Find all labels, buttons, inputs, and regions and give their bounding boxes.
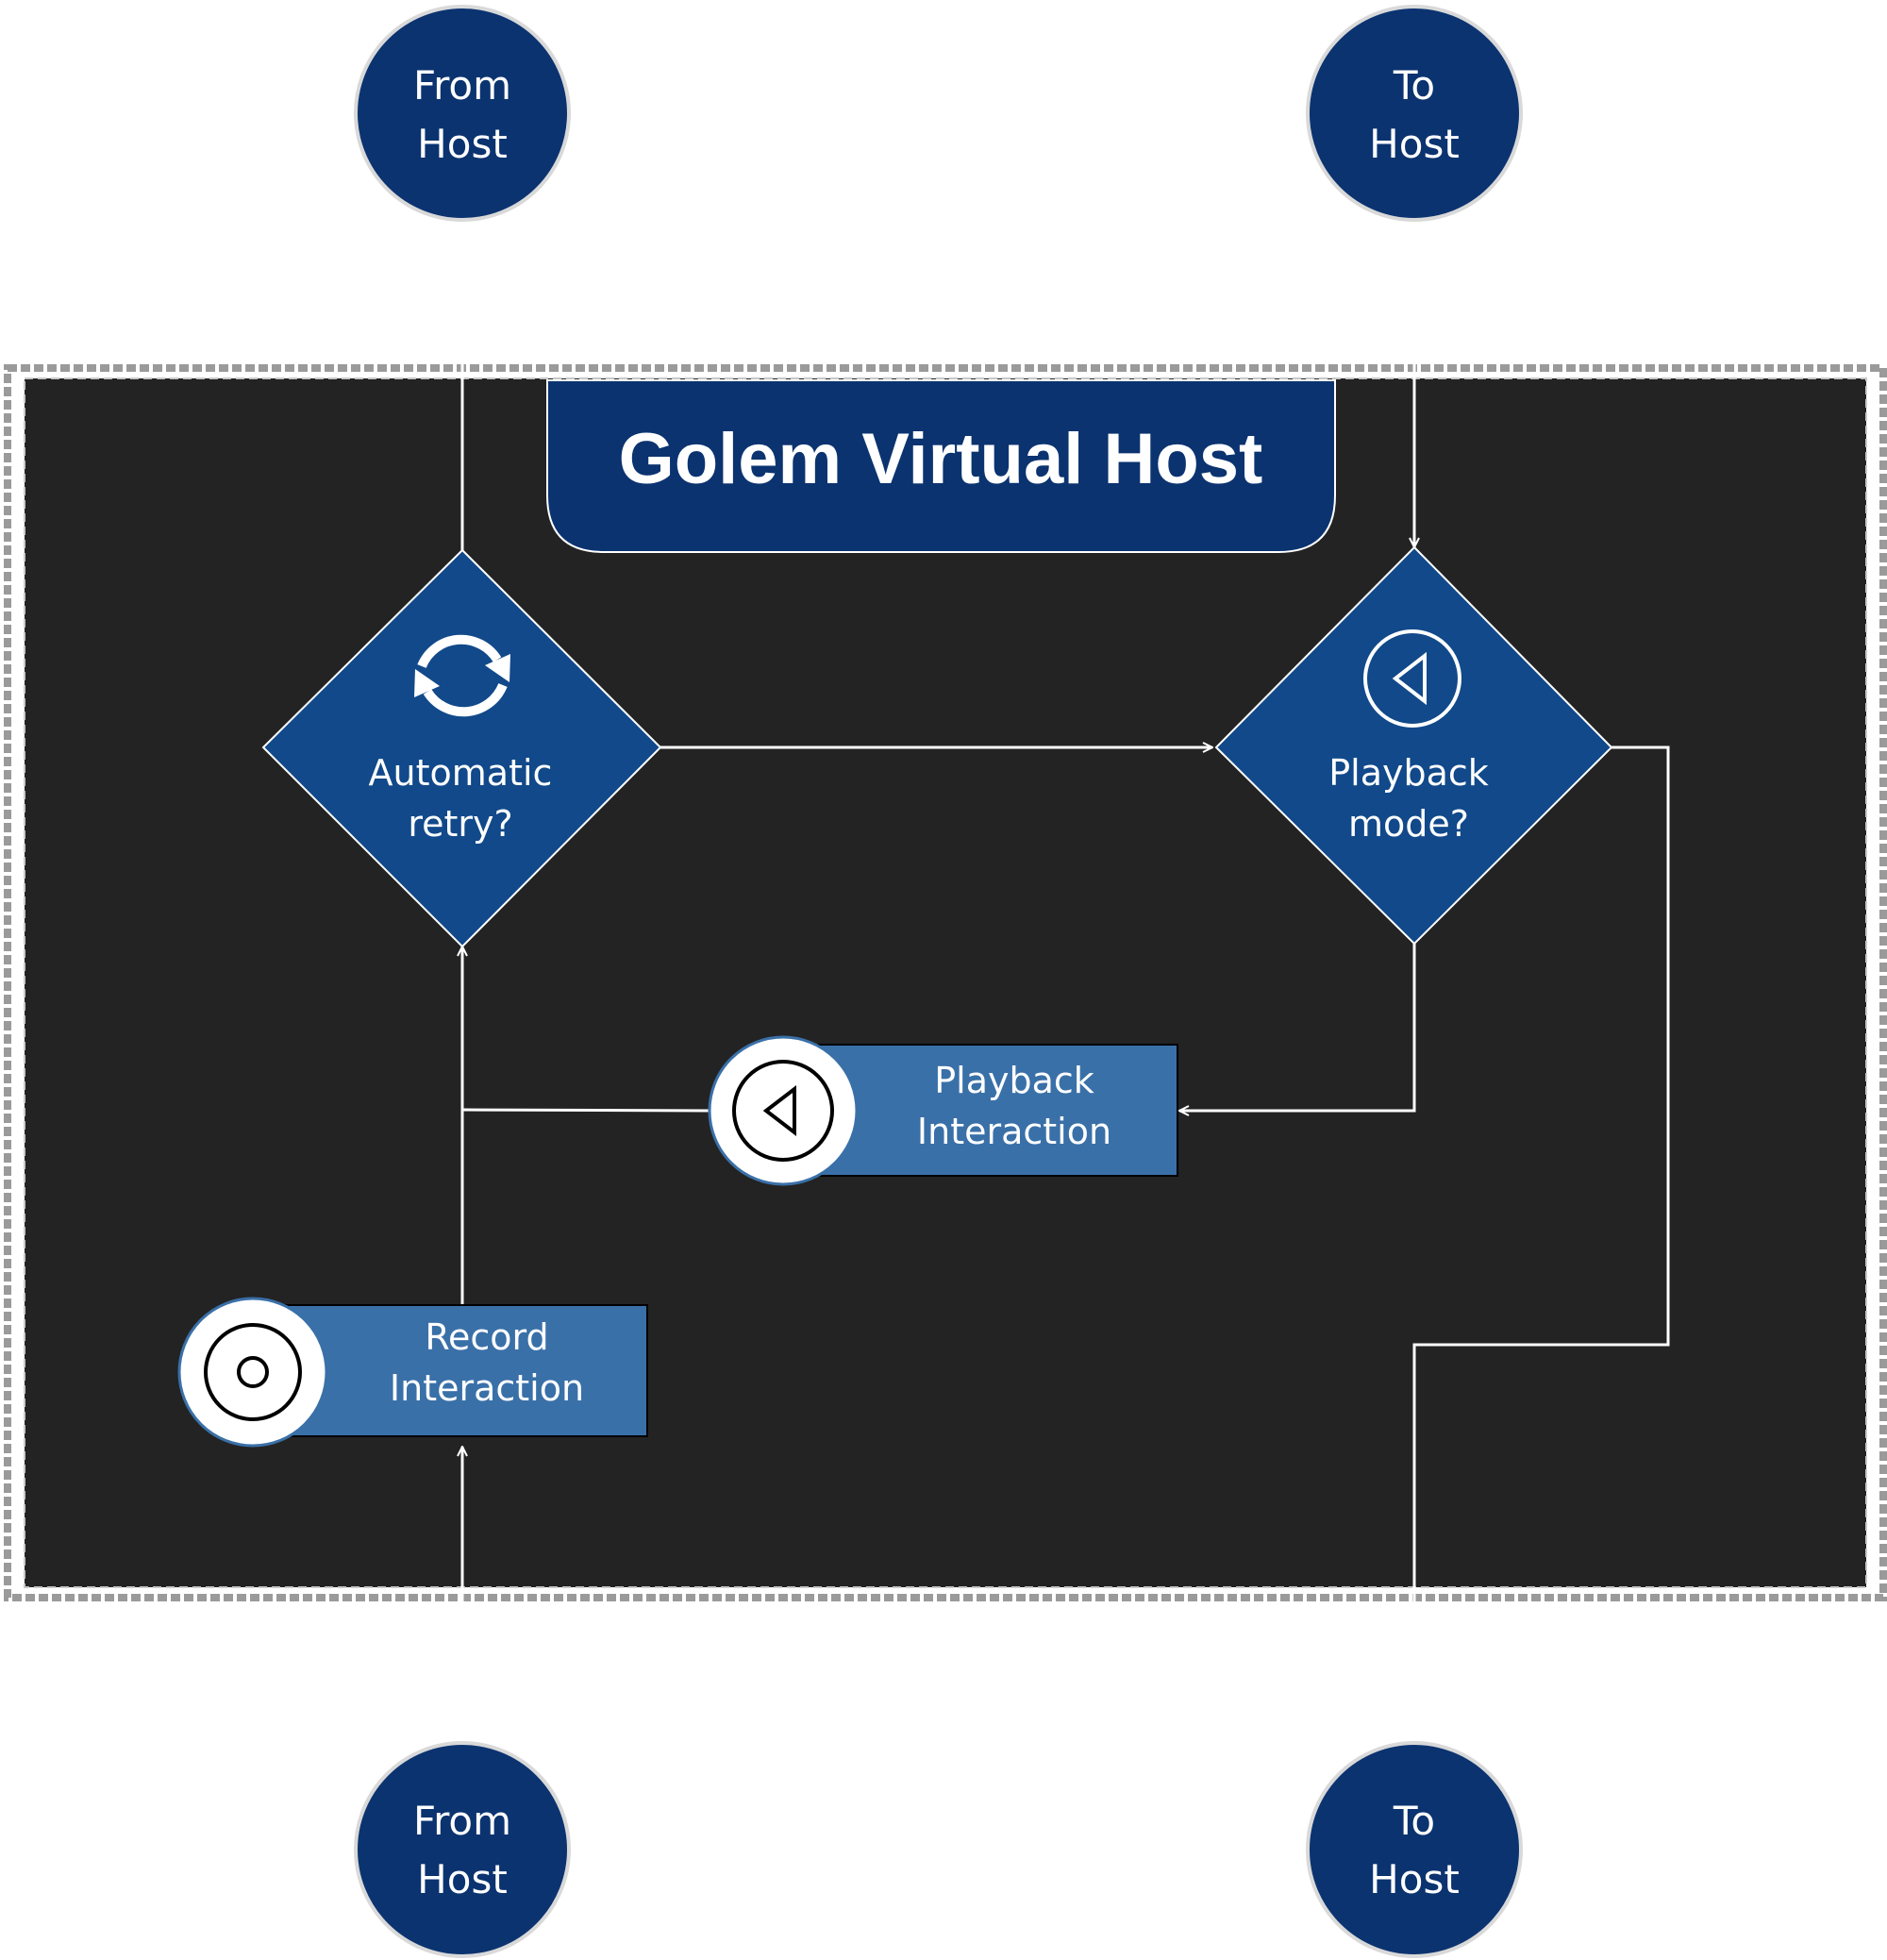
playback-interaction-process: Playback Interaction bbox=[708, 1035, 1178, 1186]
to-host-top-node: To Host bbox=[1306, 5, 1523, 222]
record-icon bbox=[204, 1323, 302, 1421]
connector-playback-to-to-host bbox=[1412, 745, 1670, 1746]
from-host-bottom-line2: Host bbox=[417, 1856, 508, 1902]
to-host-top-line2: Host bbox=[1369, 121, 1460, 167]
title-bar bbox=[546, 379, 1336, 553]
automatic-retry-line2: retry? bbox=[408, 803, 512, 845]
record-interaction-line1: Record bbox=[425, 1316, 548, 1358]
container-border bbox=[24, 377, 1867, 1588]
playback-mode-line2: mode? bbox=[1348, 803, 1469, 845]
container-shadow bbox=[4, 364, 1887, 1601]
automatic-retry-decision: Automatic retry? bbox=[261, 548, 662, 948]
connector-playback-interaction-left bbox=[461, 1108, 713, 1113]
to-host-bottom-line1: To bbox=[1393, 1798, 1435, 1844]
record-interaction-process: Record Interaction bbox=[177, 1297, 648, 1448]
record-interaction-line2: Interaction bbox=[390, 1367, 584, 1409]
from-host-top-node: From Host bbox=[354, 5, 571, 222]
to-host-bottom-line2: Host bbox=[1369, 1856, 1460, 1902]
play-back-icon bbox=[1363, 629, 1461, 728]
from-host-bottom-line1: From bbox=[413, 1798, 511, 1844]
to-host-bottom-node: To Host bbox=[1306, 1741, 1523, 1958]
automatic-retry-line1: Automatic bbox=[369, 752, 553, 794]
from-host-bottom-node: From Host bbox=[354, 1741, 571, 1958]
from-host-top-line1: From bbox=[413, 62, 511, 109]
playback-mode-line1: Playback bbox=[1328, 752, 1489, 794]
to-host-top-line1: To bbox=[1393, 62, 1435, 109]
diagram-title: Golem Virtual Host bbox=[619, 419, 1263, 499]
connector-playback-mode-to-interaction bbox=[1179, 944, 1416, 1111]
refresh-icon bbox=[414, 634, 510, 717]
playback-interaction-line2: Interaction bbox=[917, 1111, 1111, 1152]
playback-interaction-line1: Playback bbox=[934, 1060, 1094, 1101]
playback-mode-decision: Playback mode? bbox=[1214, 545, 1613, 946]
play-back-icon bbox=[732, 1060, 834, 1162]
from-host-top-line2: Host bbox=[417, 121, 508, 167]
